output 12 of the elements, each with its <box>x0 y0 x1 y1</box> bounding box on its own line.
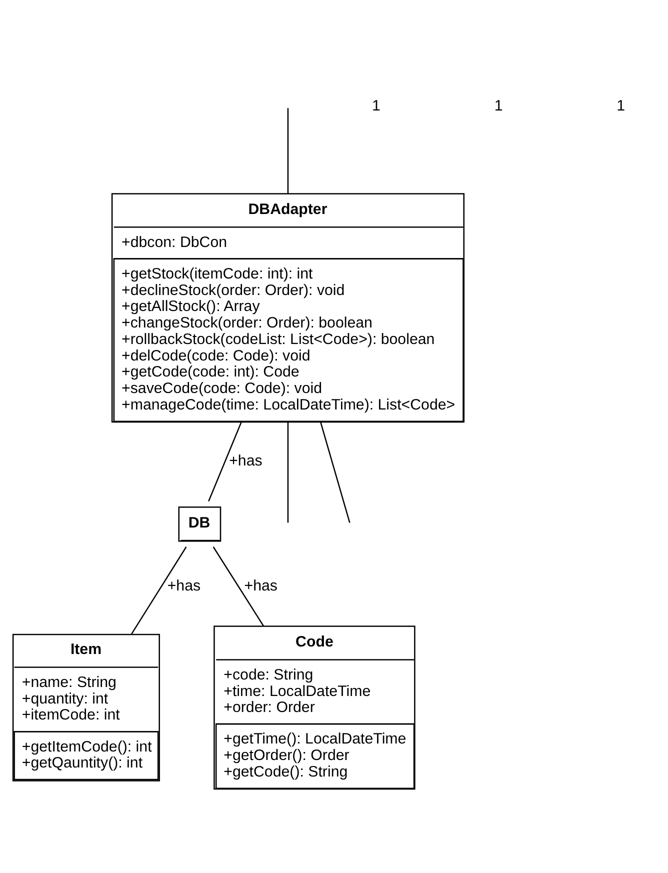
connector <box>131 546 187 634</box>
connector <box>208 422 242 502</box>
label: 1 <box>372 98 380 115</box>
edge-label: +has <box>229 452 262 470</box>
connector <box>212 546 264 626</box>
connector <box>287 108 289 194</box>
edge-label: +has <box>167 577 201 594</box>
label: 1 <box>494 98 503 115</box>
connector <box>287 422 289 523</box>
edge-label: +has <box>244 577 278 594</box>
label: 1 <box>616 98 626 115</box>
connector <box>320 422 350 523</box>
